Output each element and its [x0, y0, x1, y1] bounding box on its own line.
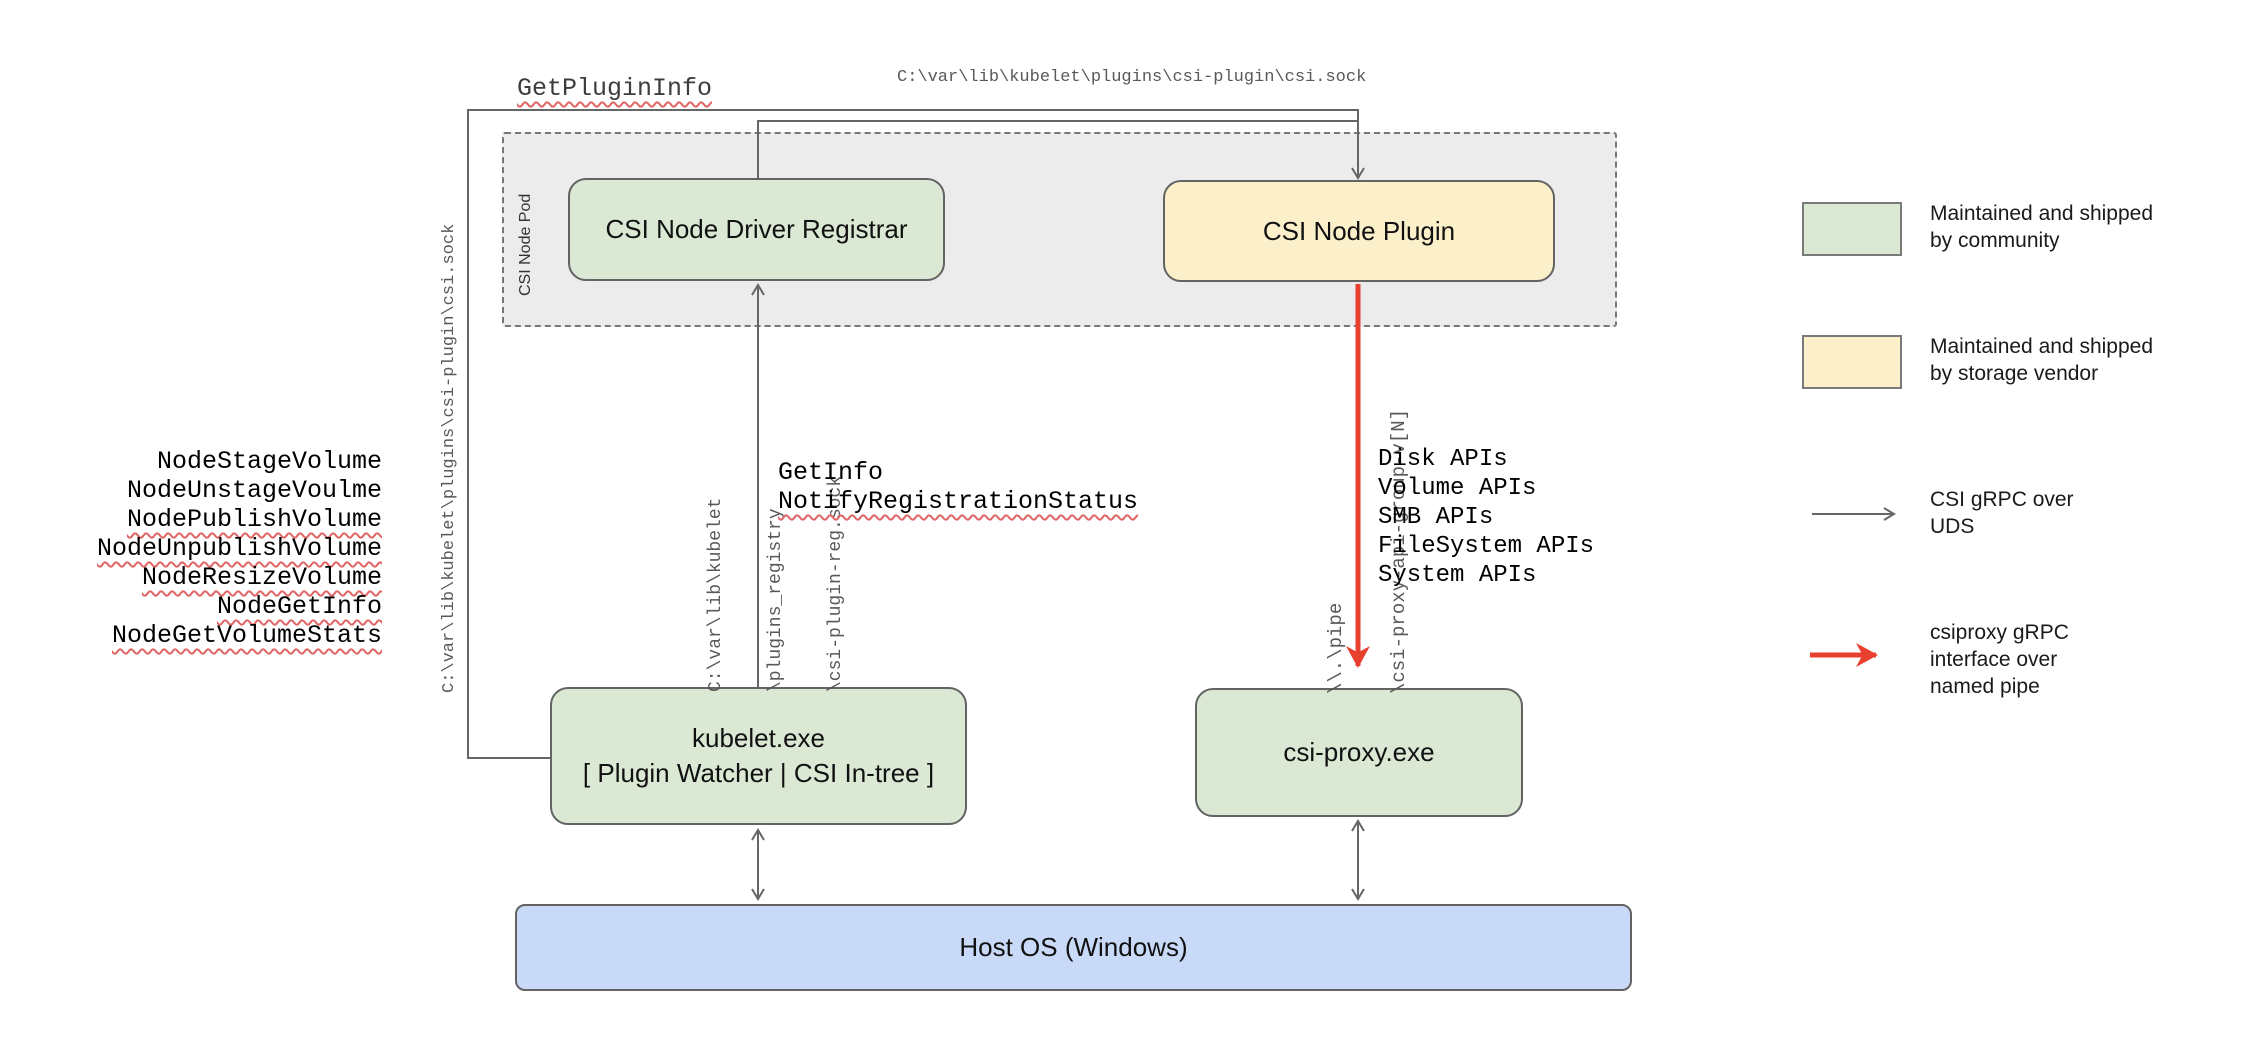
node-api-item: NodeUnstageVoulme [126, 476, 382, 505]
kubelet-box: kubelet.exe [ Plugin Watcher | CSI In-tr… [550, 687, 967, 825]
node-api-list: NodeStageVolume NodeUnstageVoulme NodePu… [90, 447, 382, 650]
host-os-label: Host OS (Windows) [959, 932, 1188, 962]
legend-text-vendor: Maintained and shipped by storage vendor [1930, 333, 2153, 387]
csi-node-plugin-box: CSI Node Plugin [1163, 180, 1555, 282]
csi-proxy-box: csi-proxy.exe [1195, 688, 1523, 817]
legend-text-pipe: csiproxy gRPC interface over named pipe [1930, 619, 2069, 700]
registrar-call-list: GetInfo NotifyRegistrationStatus [778, 458, 1138, 516]
registry-sock-path-line: C:\var\lib\kubelet [706, 497, 726, 692]
node-api-item: NodePublishVolume [126, 505, 382, 534]
kubelet-sublabel: [ Plugin Watcher | CSI In-tree ] [582, 758, 935, 788]
node-api-item: NodeGetInfo [216, 592, 382, 621]
legend-line: by community [1930, 229, 2060, 252]
registry-sock-path-line: \csi-plugin-reg.sock [826, 475, 846, 692]
legend-line: Maintained and shipped [1930, 335, 2154, 358]
legend-line: interface over [1930, 648, 2058, 671]
proxy-api-item: System APIs [1378, 562, 1537, 589]
legend-text-uds: CSI gRPC over UDS [1930, 486, 2074, 540]
uds-line-kubelet-to-plugin [467, 109, 1365, 759]
registry-sock-path-label: C:\var\lib\kubelet \plugins_registry \cs… [666, 392, 886, 692]
proxy-api-item: Volume APIs [1378, 475, 1537, 502]
legend-swatch-vendor [1802, 335, 1902, 389]
proxy-api-list: Disk APIs Volume APIs SMB APIs FileSyste… [1378, 445, 1594, 590]
legend-line: named pipe [1930, 675, 2040, 698]
csi-node-driver-registrar-label: CSI Node Driver Registrar [605, 214, 908, 244]
proxy-api-item: FileSystem APIs [1378, 533, 1595, 560]
registry-sock-path-line: \plugins_registry [766, 508, 786, 692]
get-plugin-info-label: GetPluginInfo [517, 74, 713, 103]
registrar-call-item: NotifyRegistrationStatus [778, 487, 1139, 516]
csi-node-driver-registrar-box: CSI Node Driver Registrar [568, 178, 945, 281]
legend-line: csiproxy gRPC [1930, 621, 2069, 644]
node-api-item: NodeUnpublishVolume [96, 534, 382, 563]
legend-line: UDS [1930, 515, 1975, 538]
csi-node-plugin-label: CSI Node Plugin [1262, 215, 1456, 246]
legend-line: Maintained and shipped [1930, 202, 2154, 225]
node-api-item: NodeResizeVolume [141, 563, 382, 592]
proxy-api-item: Disk APIs [1378, 446, 1508, 473]
legend-swatch-community [1802, 202, 1902, 256]
named-pipe-path-line: \\.\pipe [1325, 602, 1347, 694]
csi-node-pod-label: CSI Node Pod [517, 193, 534, 296]
csi-sock-path-top-label: C:\var\lib\kubelet\plugins\csi-plugin\cs… [897, 68, 1367, 87]
node-api-item: NodeGetVolumeStats [111, 621, 382, 650]
kubelet-label: kubelet.exe [692, 723, 825, 753]
csi-proxy-label: csi-proxy.exe [1283, 737, 1435, 767]
legend-line: CSI gRPC over [1930, 488, 2074, 511]
registrar-call-item: GetInfo [778, 458, 884, 487]
node-api-item: NodeStageVolume [156, 447, 382, 476]
proxy-api-item: SMB APIs [1378, 504, 1494, 531]
legend-text-community: Maintained and shipped by community [1930, 200, 2153, 254]
csi-sock-path-vertical-label: C:\var\lib\kubelet\plugins\csi-plugin\cs… [440, 223, 459, 693]
uds-line-registrar-to-plugin [757, 120, 1357, 180]
legend-line: by storage vendor [1930, 362, 2099, 385]
host-os-box: Host OS (Windows) [515, 904, 1632, 991]
